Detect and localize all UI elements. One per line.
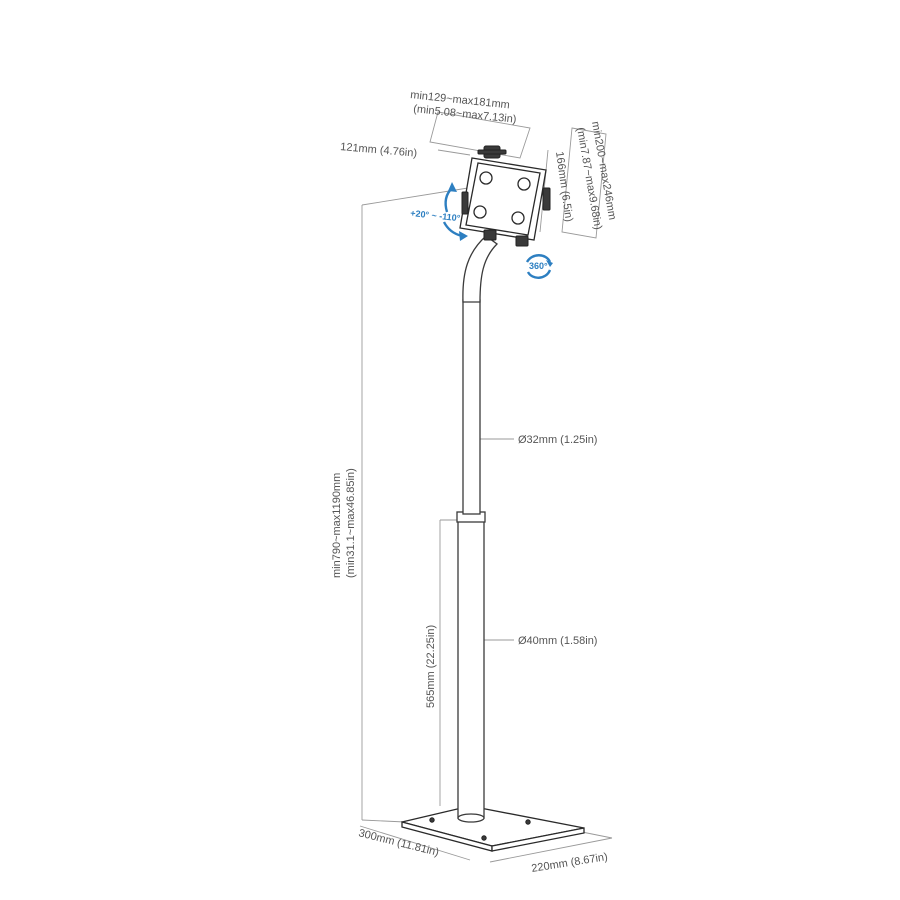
upper-tube <box>462 299 481 515</box>
clamp-width-dim-box <box>429 111 531 159</box>
rotation-arrow-top <box>525 254 552 263</box>
holder-back-plate-inner <box>465 162 541 236</box>
holder-pad-bottom-left <box>473 205 487 219</box>
holder-height-label: 166mm (6.5in) <box>553 151 575 223</box>
tablet-holder <box>459 145 551 247</box>
tilt-arrow-lower-head <box>459 231 468 241</box>
base-plate <box>401 805 585 847</box>
rotation-arrow-bottom <box>526 269 552 279</box>
base-screw-front <box>481 835 487 841</box>
holder-pad-top-right <box>517 177 531 191</box>
side-clamp-right <box>542 187 551 211</box>
holder-width-label: 121mm (4.76in) <box>340 141 418 160</box>
side-clamp-left <box>461 191 469 215</box>
rotation-label: 360° <box>529 261 548 271</box>
lower-tube <box>457 517 485 819</box>
bottom-clamp-right <box>515 235 529 247</box>
base-depth-dim-line <box>359 825 471 861</box>
holder-pad-top-left <box>479 171 493 185</box>
upper-tube-diameter-label: Ø32mm (1.25in) <box>518 434 597 446</box>
holder-pad-bottom-right <box>511 211 525 225</box>
base-width-dim-line <box>489 837 613 863</box>
gooseneck-arm <box>462 235 498 303</box>
base-width-label: 220mm (8.67in) <box>531 851 609 875</box>
holder-width-leader <box>437 149 471 156</box>
base-screw-left <box>429 817 435 823</box>
bottom-clamp-left <box>483 229 497 241</box>
total-height-bottom-extension <box>361 819 406 823</box>
lower-tube-diameter-label: Ø40mm (1.58in) <box>518 635 597 647</box>
base-width-extension <box>581 831 613 839</box>
total-height-in-label: (min31.1~max46.85in) <box>345 468 357 578</box>
clamp-height-dim-box <box>561 127 607 239</box>
total-height-label: min790~max1190mm <box>331 473 343 578</box>
lower-tube-height-label: 565mm (22.25in) <box>425 625 437 708</box>
tilt-arrow-upper-head <box>448 182 457 192</box>
top-clamp-grip <box>477 149 507 155</box>
lower-tube-foot <box>457 813 485 823</box>
tilt-range-label: +20° ~ -110° <box>410 208 461 223</box>
base-screw-right <box>525 819 531 825</box>
rotation-icon <box>525 254 553 279</box>
rotation-arrow-head <box>546 260 553 267</box>
base-plate-edge-right <box>491 827 585 852</box>
